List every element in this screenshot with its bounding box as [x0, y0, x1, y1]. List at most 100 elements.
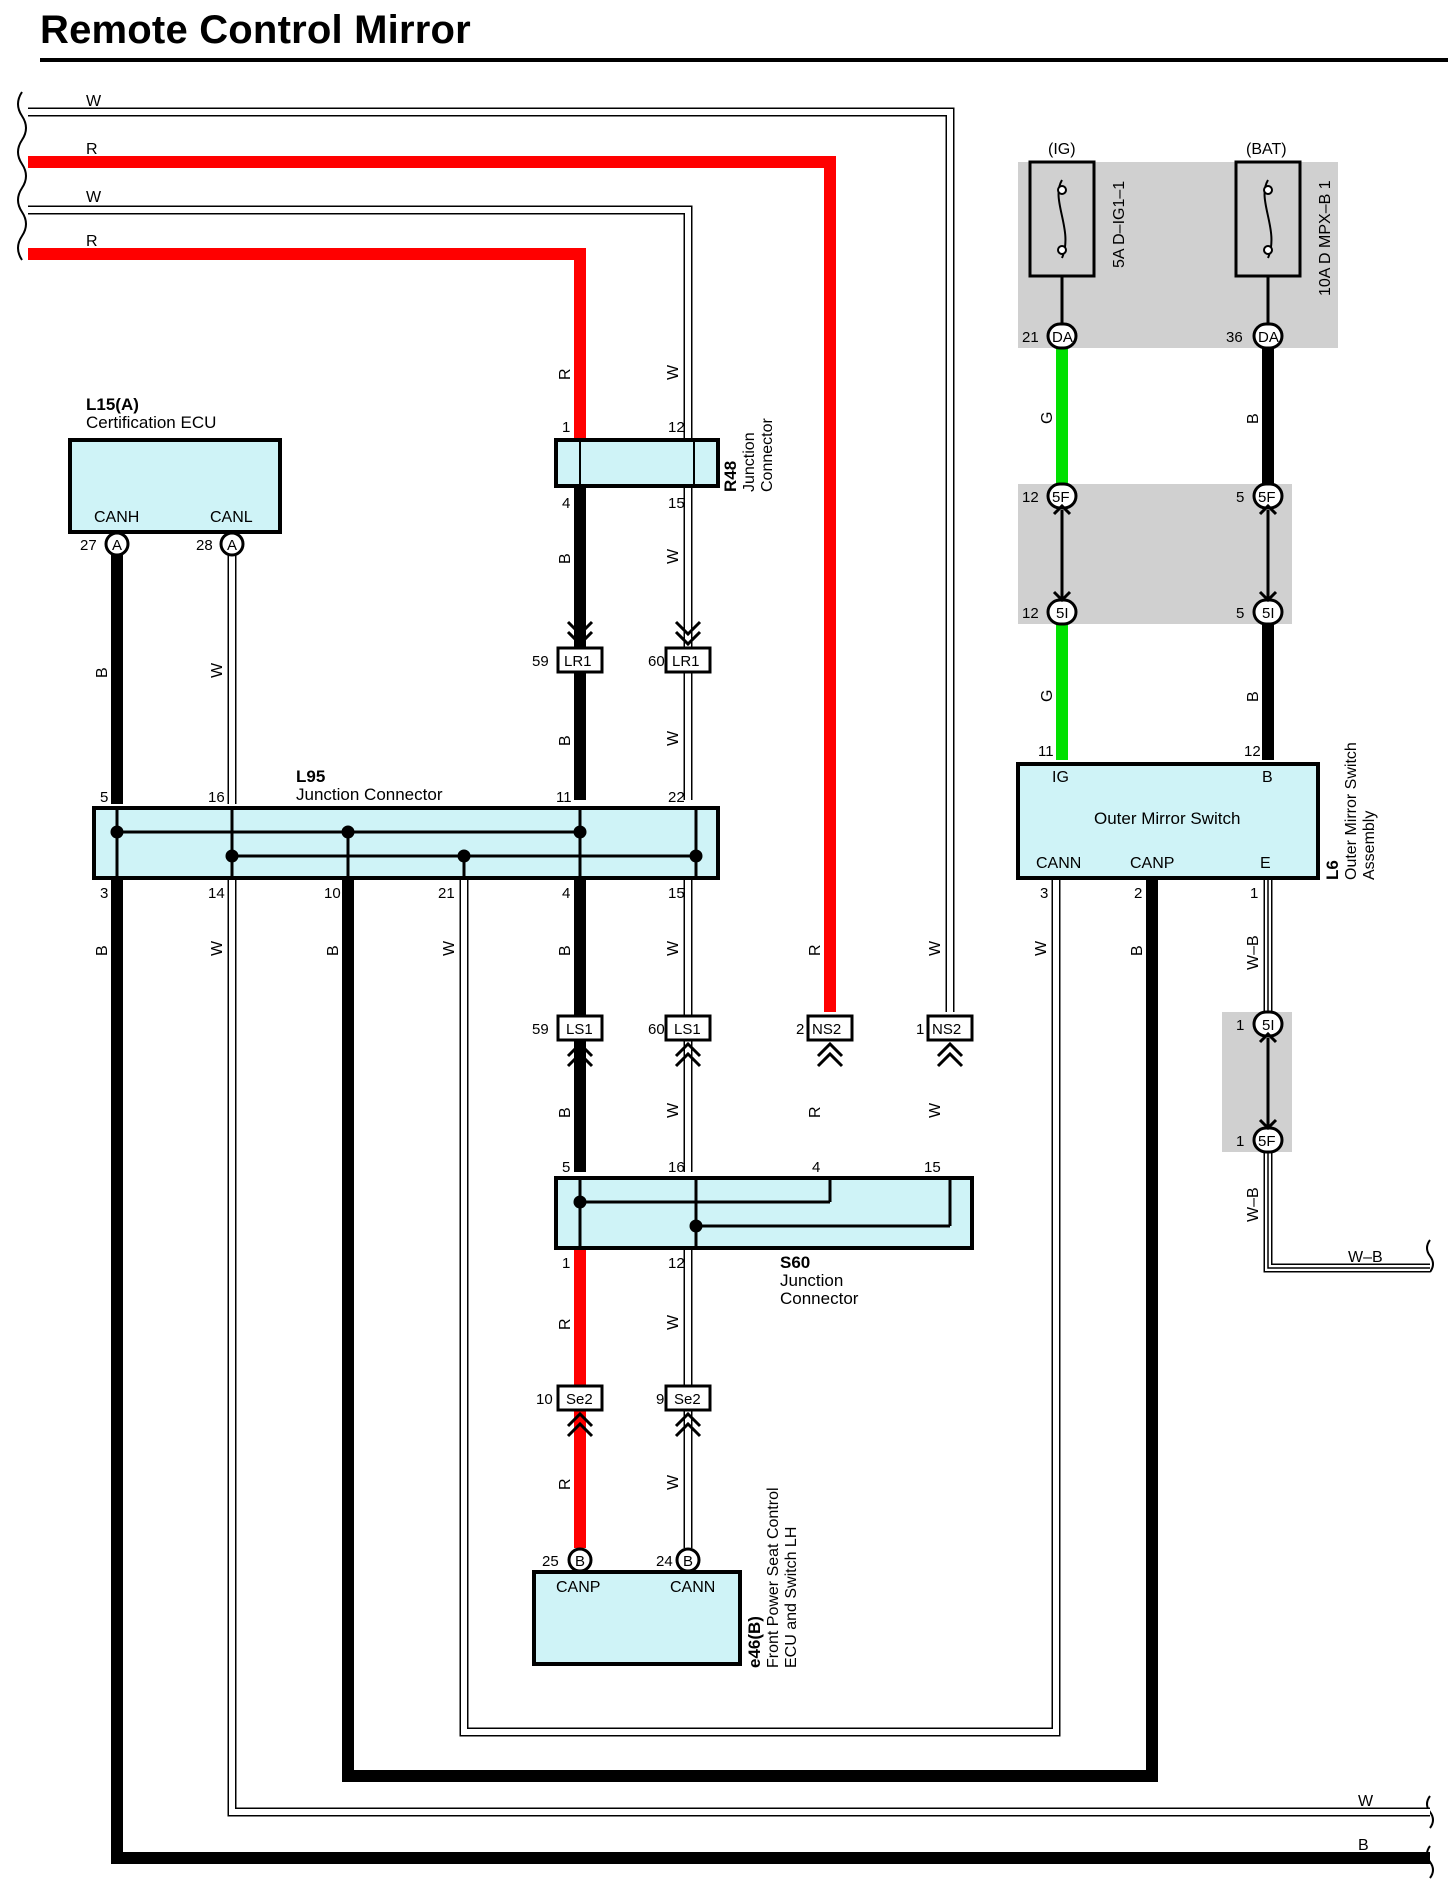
ls1a-name: LS1	[566, 1021, 593, 1038]
lr1a-name: LR1	[564, 653, 592, 670]
page-title: Remote Control Mirror	[40, 8, 471, 52]
connector-chevrons	[566, 503, 1278, 1438]
color-label-b-l95-4: B	[557, 945, 574, 956]
fuse-block-shade	[1018, 162, 1338, 348]
i5b-pin: 5	[1236, 605, 1244, 622]
i5b-name: 5I	[1262, 605, 1275, 622]
wire-r-top2	[28, 248, 586, 438]
s60-bot-0: 1	[562, 1255, 570, 1272]
ls1a-pin: 59	[532, 1021, 549, 1038]
l6-term-e: E	[1260, 855, 1271, 872]
l6-pin-e: 1	[1250, 885, 1258, 902]
color-label-w-ns2: W	[927, 940, 944, 956]
color-label-g1: G	[1039, 412, 1056, 424]
l6-pin-canp: 2	[1134, 885, 1142, 902]
fuse-bat-conn: DA	[1258, 329, 1279, 346]
l6-term-cann: CANN	[1036, 855, 1081, 872]
l95-bot-2: 10	[324, 885, 341, 902]
e46-term-canp: CANP	[556, 1579, 600, 1596]
junction-5i-5f-shade	[1222, 1012, 1292, 1152]
f5c-name: 5F	[1258, 1133, 1276, 1150]
l6-term-b: B	[1262, 769, 1273, 786]
front-power-seat-ecu-box	[532, 1570, 742, 1666]
l15-code: L15(A)	[86, 395, 139, 414]
l95-junction-box	[92, 806, 720, 880]
ls1b-name: LS1	[674, 1021, 701, 1038]
s60-top-2: 4	[812, 1159, 820, 1176]
l15-pin1: 27	[80, 537, 97, 554]
r48-junction-box	[554, 438, 720, 488]
wire-label-top4: R	[86, 233, 98, 250]
color-label-r-ns2: R	[807, 944, 824, 956]
f5c-pin: 1	[1236, 1133, 1244, 1150]
ls1b-pin: 60	[648, 1021, 665, 1038]
color-label-w-r48: W	[665, 364, 682, 380]
ns2a-pin: 2	[796, 1021, 804, 1038]
color-label-w-cann: W	[1033, 940, 1050, 956]
color-label-w-ls1-s60: W	[665, 1102, 682, 1118]
wire-label-top1: W	[86, 93, 102, 110]
color-label-b-l95-10: B	[325, 945, 342, 956]
color-label-w-ns2-s60: W	[927, 1102, 944, 1118]
l95-bot-4: 4	[562, 885, 570, 902]
color-label-r-ns2-s60: R	[807, 1106, 824, 1118]
wire-label-bottom-b: B	[1358, 1837, 1369, 1854]
color-label-b-r48-lr1: B	[557, 553, 574, 564]
left-break-mark	[17, 91, 27, 261]
color-label-w-l15: W	[209, 662, 226, 678]
lr1b-name: LR1	[672, 653, 700, 670]
r48-name1: Junction	[741, 432, 758, 492]
e46-name1: Front Power Seat Control	[765, 1487, 782, 1668]
l95-top-0: 5	[100, 789, 108, 806]
r48-pin-top1: 1	[562, 419, 570, 436]
l6-term-canp: CANP	[1130, 855, 1174, 872]
e46-conn1: B	[575, 1553, 585, 1570]
f5a-pin: 12	[1022, 489, 1039, 506]
fuse-bat-name: 10A D MPX–B 1	[1317, 180, 1334, 296]
i5c-pin: 1	[1236, 1017, 1244, 1034]
color-label-wb1: W–B	[1245, 935, 1262, 970]
color-label-w-se2-e46: W	[665, 1474, 682, 1490]
l95-code: L95	[296, 767, 325, 786]
wire-b-bottom	[111, 880, 1430, 1864]
fuse-ig-name: 5A D–IG1–1	[1111, 181, 1128, 268]
s60-bot-1: 12	[668, 1255, 685, 1272]
color-label-b-bat1: B	[1245, 413, 1262, 424]
certification-ecu-box	[68, 438, 282, 534]
inline-connector-boxes	[556, 646, 974, 1412]
e46-code: e46(B)	[745, 1616, 764, 1668]
r48-pin-bot2: 15	[668, 495, 685, 512]
r48-pin-top2: 12	[668, 419, 685, 436]
l95-top-1: 16	[208, 789, 225, 806]
connector-ovals	[1046, 322, 1284, 1154]
l6-name1: Outer Mirror Switch	[1343, 742, 1360, 880]
wire-r-top1	[28, 156, 836, 1012]
l6-pin-cann: 3	[1040, 885, 1048, 902]
l6-pin-ig: 11	[1038, 743, 1054, 760]
color-label-b-lr1-l95: B	[557, 735, 574, 746]
lr1a-pin: 59	[532, 653, 549, 670]
color-label-w-lr1-l95: W	[665, 730, 682, 746]
wire-label-top2: R	[86, 141, 98, 158]
r48-code: R48	[721, 461, 740, 492]
l6-code: L6	[1323, 860, 1342, 880]
l15-conn2: A	[227, 537, 237, 554]
l95-bot-1: 14	[208, 885, 225, 902]
l95-internal-bus	[110, 808, 703, 878]
fuse-ig-supply: (IG)	[1048, 141, 1076, 158]
i5c-name: 5I	[1262, 1017, 1275, 1034]
round-connectors	[104, 531, 701, 1573]
color-label-b-l15: B	[94, 667, 111, 678]
s60-name1: Junction	[780, 1271, 843, 1290]
color-label-w-l95-21: W	[441, 940, 458, 956]
l6-pin-b: 12	[1244, 743, 1261, 760]
f5b-name: 5F	[1258, 489, 1276, 506]
color-label-b-l95-3: B	[94, 945, 111, 956]
color-label-w-s60-se2: W	[665, 1314, 682, 1330]
color-label-r-r48: R	[557, 368, 574, 380]
color-label-g2: G	[1039, 690, 1056, 702]
title-rule	[40, 58, 1448, 62]
color-label-w-l95-15: W	[665, 940, 682, 956]
l15-name: Certification ECU	[86, 413, 216, 432]
